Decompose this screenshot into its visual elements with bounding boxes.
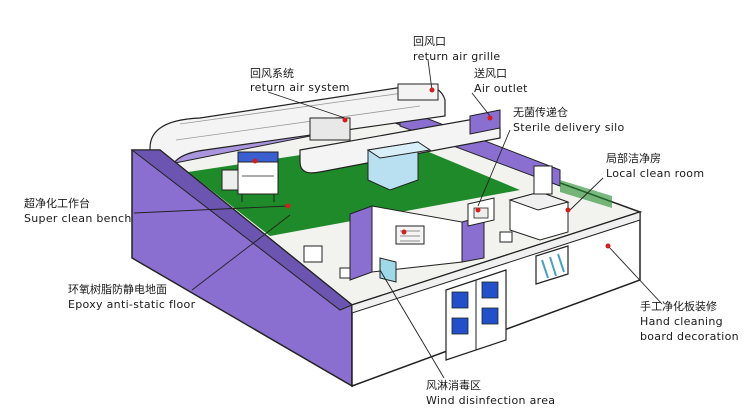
sterile-silo-zh: 无菌传递仓 — [513, 105, 568, 119]
return-air-grille-en: return air grille — [413, 50, 501, 63]
marker-return-air-grille — [429, 87, 435, 93]
leader-lines — [133, 59, 663, 379]
marker-air-outlet — [487, 115, 493, 121]
return-air-grille-zh: 回风口 — [413, 35, 446, 48]
air-shower-door — [379, 257, 397, 283]
wind-disinfection-zh: 风淋消毒区 — [426, 378, 481, 392]
super-clean-bench-unit — [221, 151, 279, 202]
equipment-box — [339, 267, 351, 279]
sterile-delivery-silo-unit — [467, 197, 495, 227]
front-wall-right-top — [351, 211, 641, 314]
epoxy-floor-zh: 环氧树脂防静电地面 — [68, 282, 167, 296]
air-outlet-box — [366, 141, 432, 191]
air-outlet-zh: 送风口 — [474, 66, 507, 80]
marker-epoxy-floor — [252, 158, 258, 164]
air-outlet-en: Air outlet — [474, 82, 528, 95]
hand-cleaning-en: Hand cleaning — [640, 315, 723, 328]
super-clean-bench-zh: 超净化工作台 — [24, 196, 90, 210]
local-clean-room-en: Local clean room — [606, 167, 704, 180]
entrance-double-door — [445, 269, 507, 361]
marker-return-air-system — [342, 117, 348, 123]
marker-hand-cleaning — [605, 243, 611, 249]
hand-cleaning-zh: 手工净化板装修 — [640, 299, 717, 313]
return-air-duct — [149, 83, 446, 169]
local-clean-room-zh: 局部洁净房 — [606, 151, 661, 165]
interior-wall-purple — [349, 205, 373, 281]
marker-sterile-silo — [475, 207, 481, 213]
marker-wind-disinfection — [401, 229, 407, 235]
epoxy-floor-en: Epoxy anti-static floor — [68, 298, 196, 311]
marker-dots — [252, 87, 611, 249]
wind-disinfection-en: Wind disinfection area — [426, 394, 555, 407]
marker-local-clean-room — [565, 207, 571, 213]
return-air-system-zh: 回风系统 — [250, 67, 294, 80]
marker-super-clean-bench — [285, 203, 291, 209]
wall-window — [535, 245, 569, 285]
sterile-silo-en: Sterile delivery silo — [513, 121, 625, 134]
return-air-system-en: return air system — [250, 81, 350, 94]
hand-cleaning-en-line2: board decoration — [640, 330, 739, 343]
equipment-box-2 — [499, 231, 513, 243]
equipment-cart — [303, 245, 323, 263]
super-clean-bench-en: Super clean bench — [24, 212, 132, 225]
